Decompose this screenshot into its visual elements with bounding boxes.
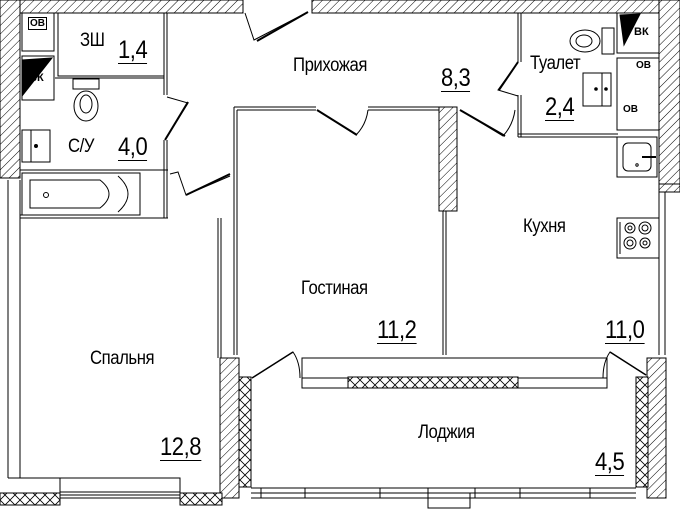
- vk-tag-topright: ВК: [634, 26, 649, 38]
- ob-tag-topleft: ОВ: [28, 17, 47, 30]
- closet-outline: [57, 12, 165, 77]
- room-name-living-room: Гостиная: [301, 278, 368, 299]
- room-name-hallway: Прихожая: [293, 55, 367, 76]
- ob-tag-right-2: ОВ: [623, 104, 638, 115]
- vk-tag-topleft: ВК: [29, 72, 44, 84]
- room-name-closet: ЗШ: [80, 30, 105, 51]
- room-area-hallway: 8,3: [441, 64, 471, 92]
- exterior-wall-right: [658, 0, 680, 185]
- room-name-toilet: Туалет: [530, 53, 581, 74]
- room-area-kitchen: 11,0: [605, 316, 645, 344]
- room-area-bathroom: 4,0: [118, 133, 148, 161]
- column-kitchen: [438, 106, 458, 212]
- room-area-closet: 1,4: [118, 36, 148, 64]
- room-area-bedroom: 12,8: [160, 433, 202, 461]
- room-name-bathroom: С/У: [68, 136, 95, 157]
- room-area-living-room: 11,2: [377, 316, 417, 344]
- ob-tag-right-1: ОВ: [636, 60, 651, 71]
- exterior-wall-left: [0, 0, 21, 179]
- room-area-loggia: 4,5: [595, 448, 625, 476]
- exterior-wall-top: [0, 0, 680, 14]
- room-name-bedroom: Спальня: [90, 348, 155, 369]
- room-name-loggia: Лоджия: [418, 422, 475, 443]
- room-name-kitchen: Кухня: [523, 216, 566, 237]
- room-area-toilet: 2,4: [545, 93, 575, 121]
